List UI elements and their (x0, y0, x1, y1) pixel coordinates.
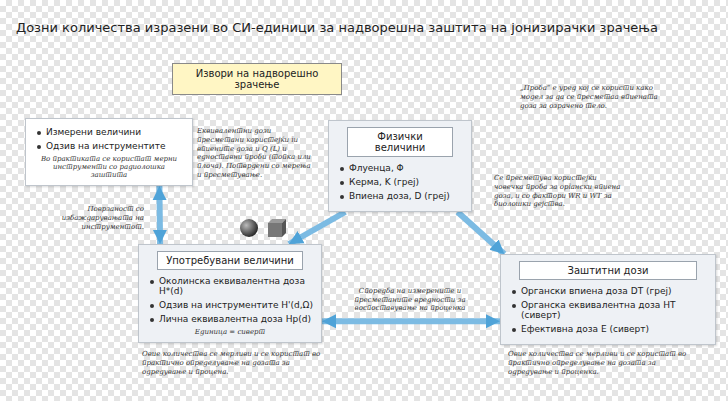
box-text: Ефективна доза E (сиверт) (509, 324, 707, 334)
box-text: Органски впиена доза DT (греј) (509, 286, 707, 296)
annotation-note: Овие количества се мерливи и се користат… (508, 350, 696, 376)
connector-arrow (289, 212, 345, 244)
quantity-box: Заштитни дозиОргански впиена доза DT (гр… (500, 254, 716, 345)
box-text: Впиена доза, D (греј) (337, 191, 463, 201)
box-text: Органска еквивалентна доза HT (сиверт) (509, 300, 707, 320)
slab-phantom (268, 219, 286, 237)
edge-label: Споредба на измерените и пресметаните вр… (330, 287, 490, 313)
box-text: Извори на надворешно зрачење (179, 68, 335, 90)
connector-arrow (156, 186, 163, 244)
box-heading: Заштитни дози (519, 261, 697, 280)
connector-arrow (322, 318, 500, 324)
quantity-box: Физички величиниФлуенца, Φ Керма, K (греј… (328, 120, 472, 212)
diagram-title: Дозни количества изразени во СИ-единици … (16, 20, 658, 35)
sphere-phantom (240, 219, 258, 237)
quantity-box: Употребувани величиниОколинска еквивален… (138, 244, 322, 343)
box-text: Одзив на инструментите H'(d,Ω) (147, 300, 313, 310)
box-note: Во практиката се користат мерни инструме… (34, 155, 184, 179)
quantity-box: Измерени величиниОдзив на инструментитеВ… (25, 118, 193, 186)
box-text: Лична еквивалентна доза Hp(d) (147, 314, 313, 324)
annotation-note: Овие количества се мерливи и се користат… (142, 350, 324, 376)
quantity-box: Извори на надворешно зрачење (172, 63, 342, 95)
annotation-note: „Проба“ е уред кој се користи како модел… (520, 84, 675, 110)
box-text: Флуенца, Φ (337, 163, 463, 173)
box-heading: Употребувани величини (157, 251, 303, 270)
box-note: Единица = сиверт (147, 328, 313, 336)
box-text: Околинска еквивалентна доза H*(d) (147, 276, 313, 296)
box-text: Керма, K (греј) (337, 177, 463, 187)
annotation-note: Еквивалентни дози пресметани користејќи … (197, 127, 317, 180)
box-text: Измерени величини (34, 127, 184, 137)
annotation-note: Се пресметува користејќи човечка проба з… (494, 174, 626, 209)
box-heading: Физички величини (347, 127, 453, 157)
box-text: Одзив на инструментите (34, 141, 184, 151)
connector-arrow (458, 212, 505, 254)
annotation-note: Поврзаност со избаждарувањата на инструм… (26, 205, 144, 231)
